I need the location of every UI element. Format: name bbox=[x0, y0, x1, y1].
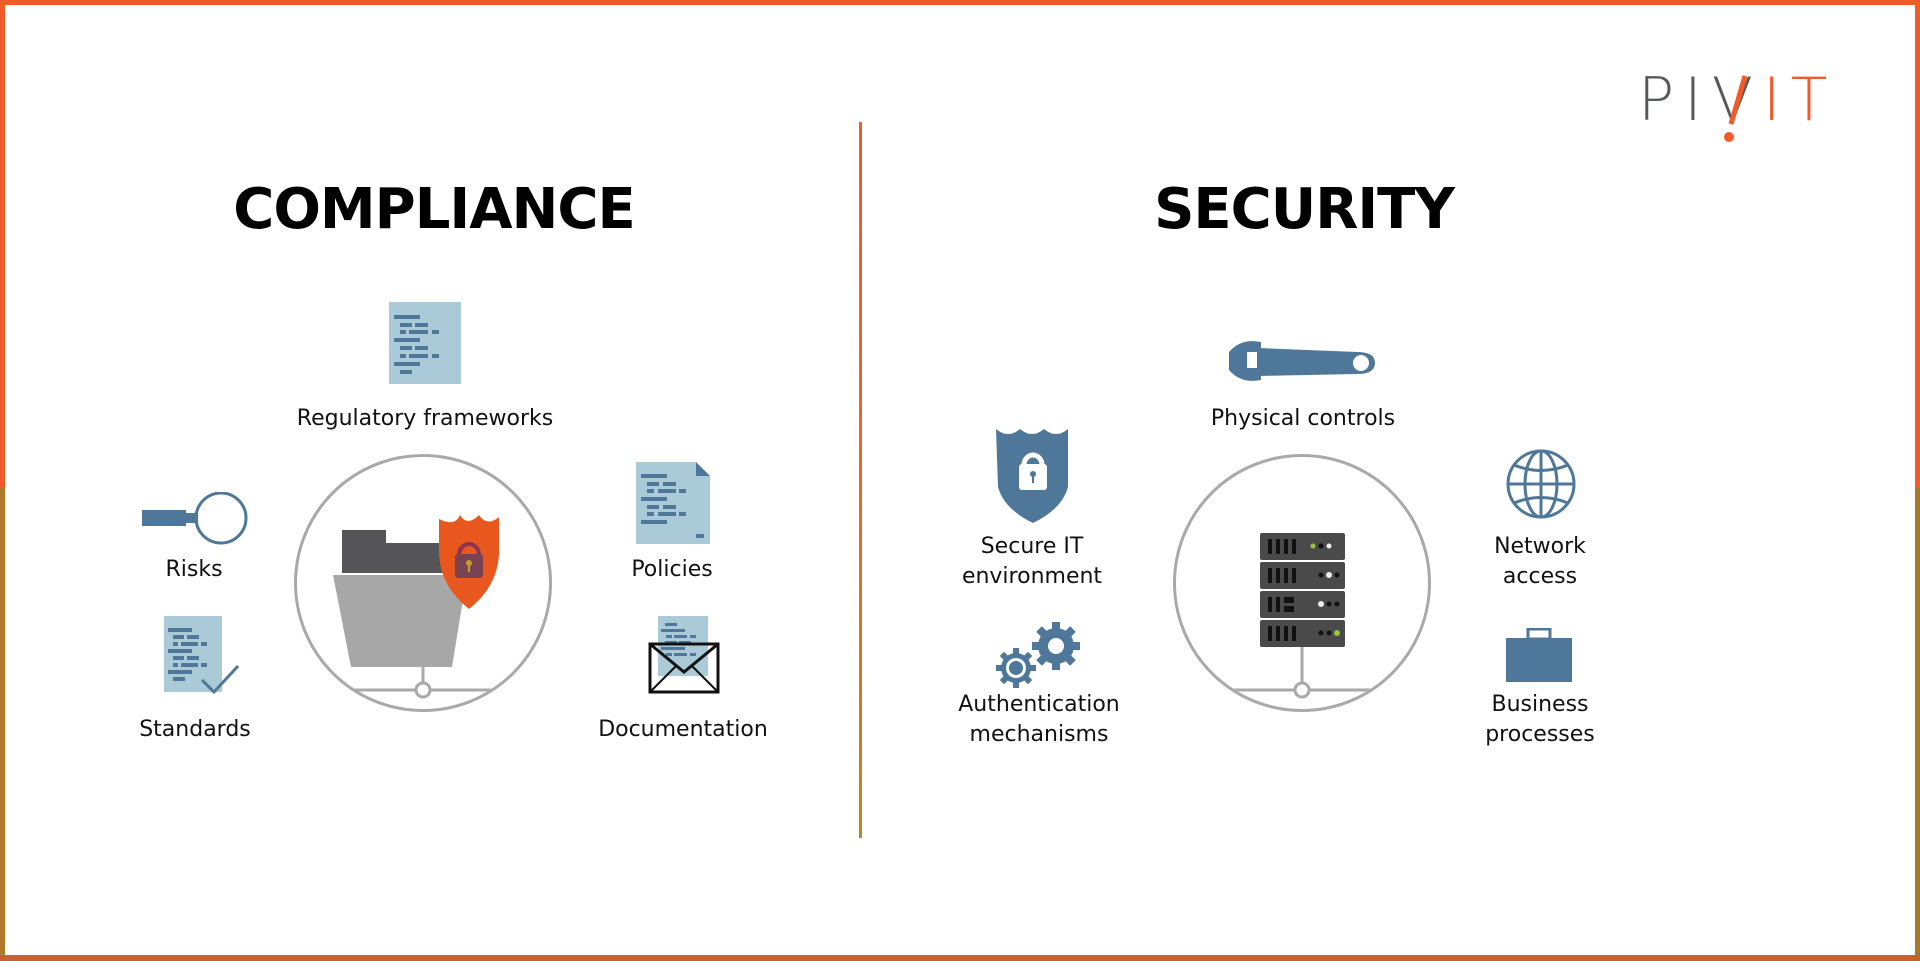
frame-edge-bottom bbox=[0, 955, 1920, 961]
folder-with-shield-lock-icon bbox=[297, 515, 549, 699]
frame-edge-left bbox=[0, 488, 5, 961]
magnifier-icon bbox=[142, 492, 248, 545]
label-network-access: Network access bbox=[1440, 532, 1640, 592]
label-secure-it-environment: Secure IT environment bbox=[932, 532, 1132, 592]
document-icon bbox=[389, 302, 461, 384]
envelope-document-icon bbox=[648, 616, 720, 694]
label-policies: Policies bbox=[631, 557, 713, 582]
logo-exclamation-mark-icon bbox=[1724, 75, 1748, 142]
document-folded-corner-icon bbox=[636, 462, 710, 544]
label-network-line2: access bbox=[1502, 564, 1578, 589]
globe-icon bbox=[1506, 449, 1576, 519]
pivit-logo: PIV IT bbox=[1638, 70, 1837, 142]
document-checkmark-icon bbox=[164, 616, 240, 695]
compliance-title: COMPLIANCE bbox=[233, 177, 636, 242]
shield-lock-icon bbox=[996, 429, 1068, 523]
label-standards: Standards bbox=[139, 717, 251, 742]
server-rack-icon bbox=[1176, 533, 1428, 699]
label-authentication-line2: mechanisms bbox=[969, 722, 1109, 747]
logo-text-it: IT bbox=[1762, 65, 1838, 135]
label-documentation: Documentation bbox=[598, 717, 768, 742]
wrench-icon bbox=[1229, 341, 1375, 381]
frame-edge-right bbox=[1915, 488, 1920, 961]
briefcase-icon bbox=[1506, 628, 1572, 682]
label-secure-it-line1: Secure IT bbox=[980, 534, 1084, 559]
label-risks: Risks bbox=[165, 557, 223, 582]
label-regulatory-frameworks: Regulatory frameworks bbox=[296, 406, 554, 431]
security-center-circle bbox=[1173, 454, 1431, 712]
section-divider bbox=[859, 122, 862, 838]
label-business-line1: Business bbox=[1491, 692, 1589, 717]
label-authentication-line1: Authentication bbox=[958, 692, 1120, 717]
label-business-line2: processes bbox=[1485, 722, 1595, 747]
gears-icon bbox=[996, 622, 1080, 688]
label-physical-controls: Physical controls bbox=[1210, 406, 1396, 431]
label-authentication-mechanisms: Authentication mechanisms bbox=[939, 690, 1139, 750]
compliance-center-circle bbox=[294, 454, 552, 712]
label-business-processes: Business processes bbox=[1440, 690, 1640, 750]
label-network-line1: Network bbox=[1494, 534, 1586, 559]
label-secure-it-line2: environment bbox=[961, 564, 1103, 589]
security-title: SECURITY bbox=[1154, 177, 1455, 242]
